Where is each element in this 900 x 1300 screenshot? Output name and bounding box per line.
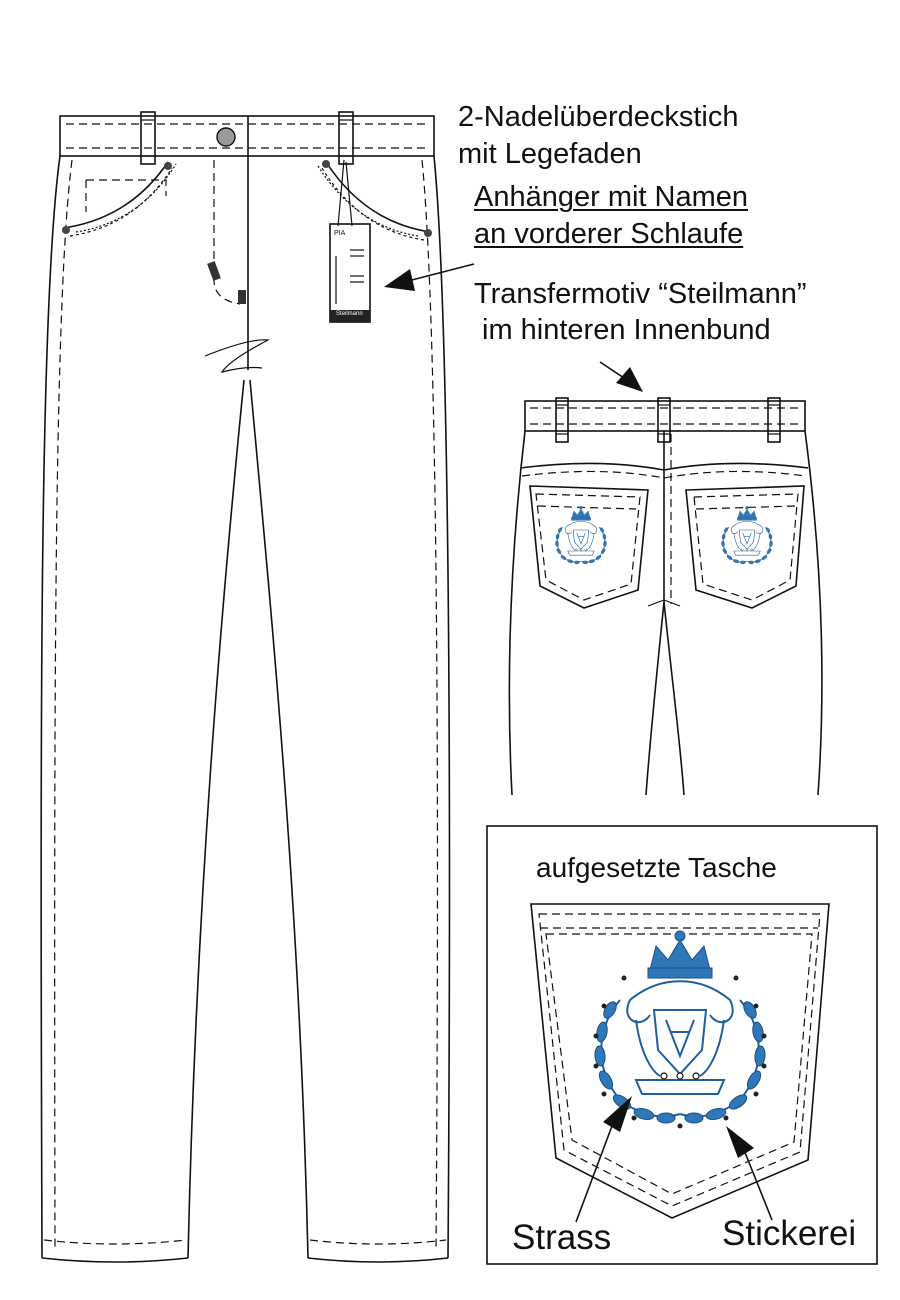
front-pocket-left [62,161,177,237]
back-belt-loops [555,397,781,443]
transfer-annotation-line2: im hinteren Innenbund [482,314,771,346]
arrow-to-inner-waistband [599,361,643,392]
detail-crest-embroidery [593,930,767,1129]
tag-annotation-line2: an vorderer Schlaufe [474,218,744,250]
front-belt-loop-left [140,111,156,165]
arrow-to-stickerei [726,1126,773,1221]
front-waistband [59,115,435,157]
rhinestones [593,975,767,1129]
waistband-button [216,127,236,147]
front-right-inseam [249,379,309,1259]
hang-tag [329,159,371,323]
front-pocket-right [317,160,432,241]
front-left-outer-seam [40,155,61,1259]
front-right-outer-seam [433,155,451,1259]
transfer-annotation-line1: Transfermotiv “Steilmann” [474,278,807,310]
tag-annotation-line1: Anhänger mit Namen [474,181,749,213]
back-pocket-right-crest [720,505,774,565]
back-view [508,397,823,796]
arrow-to-strass [575,1096,632,1223]
fly-stitching [213,160,241,305]
back-waistband [524,400,806,432]
detail-pocket [530,903,830,1219]
hang-tag-brand: Steilmann [336,311,363,317]
back-pocket-left-crest [554,505,608,565]
front-view [40,111,451,1263]
stitch-annotation-line1: 2-Nadelüberdeckstich [458,101,739,133]
pocket-detail-box [486,825,878,1265]
front-belt-loop-right [338,111,354,165]
arrow-to-hang-tag [384,263,475,291]
stitch-annotation-line2: mit Legefaden [458,138,642,170]
hang-tag-name: PIA [334,230,346,237]
strass-label: Strass [512,1218,612,1257]
back-pocket-left [529,485,649,609]
front-left-inseam [187,379,245,1259]
pocket-detail-title: aufgesetzte Tasche [536,852,777,883]
stickerei-label: Stickerei [722,1214,857,1253]
back-pocket-right [685,485,805,609]
